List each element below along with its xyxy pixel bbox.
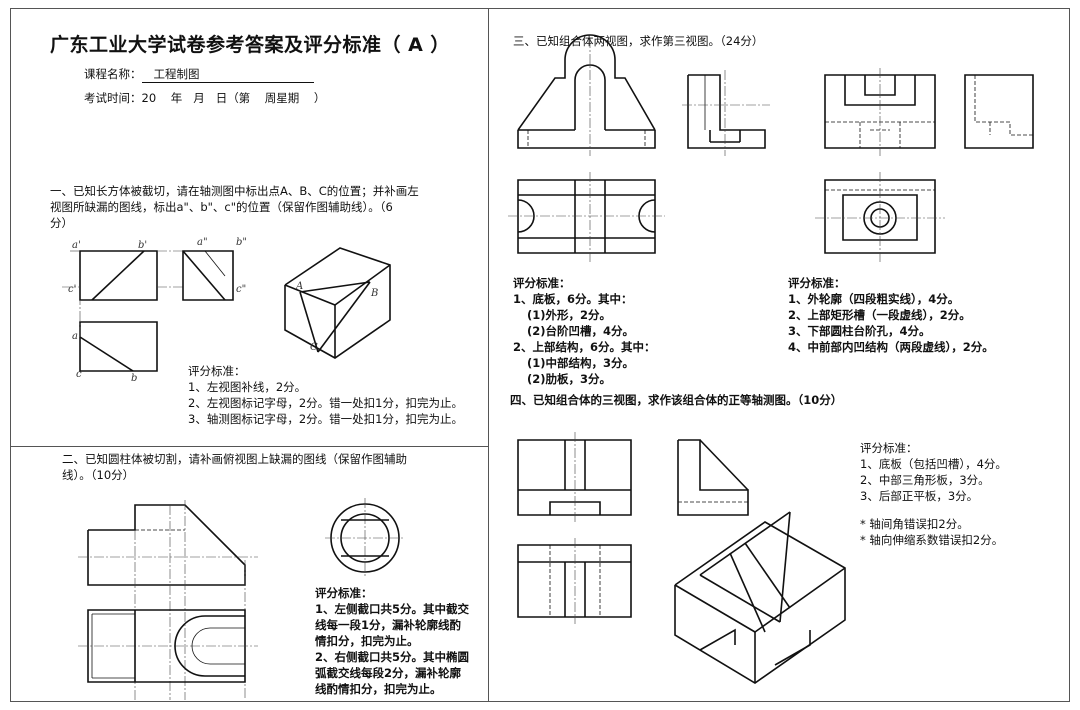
section2-prompt-line: 二、已知圆柱体被切割，请补画俯视图上缺漏的图线（保留作图辅助: [62, 452, 407, 466]
grading-item: 2、上部结构，6分。其中：: [513, 340, 656, 354]
grading-item: (1)外形，2分。: [527, 308, 612, 322]
label-c-prime: c': [68, 284, 76, 295]
note-item: * 轴向伸缩系数错误扣2分。: [860, 533, 1004, 547]
page-title: 广东工业大学试卷参考答案及评分标准（ A ）: [50, 34, 450, 56]
grading-item: 2、上部矩形槽（一段虚线），2分。: [788, 308, 971, 322]
section1-front-view: a' b' c': [62, 240, 183, 300]
section3-answer-top-view: [815, 172, 945, 262]
section1-left-view: a" b" c": [183, 237, 247, 300]
course-name: 工程制图: [141, 66, 314, 83]
page-frame: [10, 8, 1070, 702]
grading-item: 2、右侧截口共5分。其中椭圆: [315, 650, 470, 664]
grading-item: 1、左视图补线，2分。: [188, 380, 307, 394]
section1-prompt: 一、已知长方体被截切，请在轴测图中标出点A、B、C的位置；并补画左 视图所缺漏的…: [50, 183, 419, 231]
section1-top-view: a c b: [72, 300, 157, 384]
section1-isometric: A B C: [285, 248, 390, 358]
label-a-dprime: a": [197, 237, 208, 248]
section1-prompt-line: 视图所缺漏的图线，标出a"、b"、c"的位置（保留作图辅助线）。（6: [50, 200, 393, 214]
section1-prompt-line: 分）: [50, 216, 73, 230]
section3-front-view: [518, 35, 655, 156]
grading-title: 评分标准：: [513, 276, 571, 290]
section3-top-view: [508, 172, 665, 262]
section2-left-view: [325, 498, 405, 578]
section3-left-view: [682, 70, 770, 156]
label-b-prime: b': [138, 240, 147, 251]
course-line: 课程名称：工程制图: [84, 66, 314, 83]
section2-grading: 评分标准： 1、左侧截口共5分。其中截交 线每一段1分，漏补轮廓线酌 情扣分，扣…: [315, 585, 469, 697]
section1-drawings: a' b' c' a" b" c" a c b A B C: [0, 237, 480, 384]
grading-item: 1、底板（包括凹槽），4分。: [860, 457, 1007, 471]
grading-title: 评分标准：: [860, 441, 918, 455]
grading-item: 3、轴测图标记字母，2分。错一处扣1分，扣完为止。: [188, 412, 463, 426]
label-c-dprime: c": [236, 284, 246, 295]
grading-item: 4、中前部内凹结构（两段虚线），2分。: [788, 340, 994, 354]
section1-grading: 评分标准： 1、左视图补线，2分。 2、左视图标记字母，2分。错一处扣1分，扣完…: [188, 363, 463, 427]
horizontal-divider: [10, 446, 489, 447]
grading-item: 1、外轮廓（四段粗实线），4分。: [788, 292, 960, 306]
exam-time: 考试时间：20 年 月 日（第 周星期 ）: [84, 91, 326, 105]
label-A: A: [295, 281, 303, 292]
grading-item: (1)中部结构，3分。: [527, 356, 635, 370]
section3-grading-left: 评分标准： 1、底板，6分。其中： (1)外形，2分。 (2)台阶凹槽，4分。 …: [513, 275, 656, 387]
grading-item: (2)肋板，3分。: [527, 372, 612, 386]
label-b: b: [131, 373, 137, 384]
section4-prompt: 四、已知组合体的三视图，求作该组合体的正等轴测图。（10分）: [510, 393, 843, 407]
section4-front-view: [518, 432, 631, 522]
section1-prompt-line: 一、已知长方体被截切，请在轴测图中标出点A、B、C的位置；并补画左: [50, 184, 419, 198]
section2-prompt-line: 线）。（10分）: [62, 468, 135, 482]
grading-item: 1、底板，6分。其中：: [513, 292, 633, 306]
label-C: C: [310, 342, 318, 353]
grading-item: 线每一段1分，漏补轮廓线酌: [315, 618, 462, 632]
section3-answer-side-view: [965, 75, 1033, 148]
note-item: * 轴间角错误扣2分。: [860, 517, 969, 531]
grading-title: 评分标准：: [188, 364, 246, 378]
vertical-divider: [488, 8, 489, 702]
section4-grading: 评分标准： 1、底板（包括凹槽），4分。 2、中部三角形板，3分。 3、后部正平…: [860, 440, 1007, 548]
section4-isometric: [675, 512, 845, 683]
grading-item: (2)台阶凹槽，4分。: [527, 324, 635, 338]
grading-title: 评分标准：: [315, 586, 373, 600]
section3-answer-view: [825, 68, 935, 156]
grading-item: 线酌情扣分，扣完为止。: [315, 682, 442, 696]
label-c: c: [76, 369, 82, 380]
label-B: B: [370, 288, 378, 299]
label-a: a: [72, 331, 78, 342]
grading-item: 2、左视图标记字母，2分。错一处扣1分，扣完为止。: [188, 396, 463, 410]
grading-title: 评分标准：: [788, 276, 846, 290]
grading-item: 情扣分，扣完为止。: [315, 634, 419, 648]
grading-item: 3、下部圆柱台阶孔，4分。: [788, 324, 931, 338]
section2-drawings: [0, 0, 480, 700]
label-b-dprime: b": [236, 237, 247, 248]
section2-prompt: 二、已知圆柱体被切割，请补画俯视图上缺漏的图线（保留作图辅助 线）。（10分）: [62, 451, 407, 483]
label-a-prime: a': [72, 240, 81, 251]
grading-item: 1、左侧截口共5分。其中截交: [315, 602, 470, 616]
section3-prompt: 三、已知组合体两视图，求作第三视图。（24分）: [513, 34, 764, 48]
course-label: 课程名称：: [84, 67, 142, 81]
grading-item: 3、后部正平板，3分。: [860, 489, 979, 503]
section3-grading-right: 评分标准： 1、外轮廓（四段粗实线），4分。 2、上部矩形槽（一段虚线），2分。…: [788, 275, 994, 355]
section4-top-view: [518, 538, 631, 624]
section4-left-view: [678, 440, 748, 515]
section2-top-view: [78, 610, 258, 682]
grading-item: 弧截交线每段2分，漏补轮廓: [315, 666, 462, 680]
grading-item: 2、中部三角形板，3分。: [860, 473, 990, 487]
spacer: [860, 504, 1007, 516]
